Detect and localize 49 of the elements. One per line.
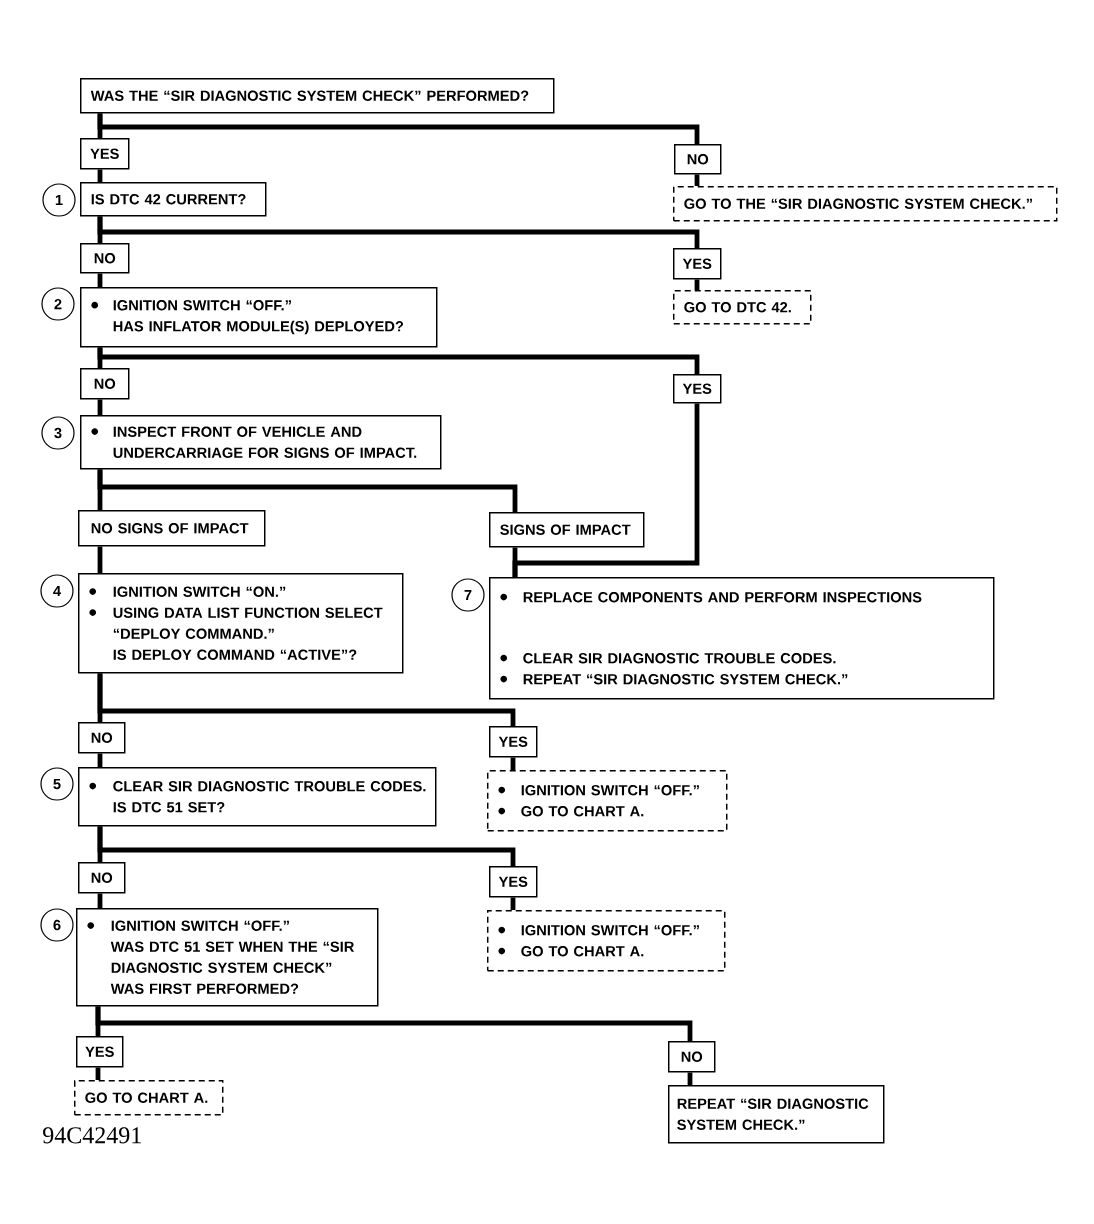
step-box: WAS THE “SIR DIAGNOSTIC SYSTEM CHECK” PERFORMED? [80,78,555,114]
outcome-box: REPEAT “SIR DIAGNOSTIC SYSTEM CHECK.” [668,1085,885,1144]
outcome-box: GO TO DTC 42. [673,290,812,325]
connector-line [97,169,103,182]
connector-line [510,757,516,770]
branch-tag: NO [78,722,126,754]
branch-tag: YES [80,138,130,170]
outcome-box: GO TO THE “SIR DIAGNOSTIC SYSTEM CHECK.” [673,186,1058,222]
connector-line [97,113,700,144]
connector-line [95,1067,101,1080]
branch-tag: NO [78,862,126,894]
connector-line [97,546,103,573]
branch-tag: YES [489,726,538,758]
branch-tag: YES [673,248,722,280]
connector-line [95,1006,693,1041]
figure-code: 94C42491 [43,1127,141,1144]
branch-tag: NO [80,243,130,274]
connector-line [694,174,700,186]
step-box: INSPECT FRONT OF VEHICLE AND UNDERCARRIAGE FOR SIGNS OF IMPACT. [80,415,442,470]
branch-tag: YES [76,1036,124,1068]
branch-tag: SIGNS OF IMPACT [489,512,645,548]
connector-line [97,347,700,374]
connector-line [687,1072,693,1085]
connector-line [694,279,700,290]
branch-tag: YES [673,374,722,404]
branch-tag: NO SIGNS OF IMPACT [78,510,266,547]
step-box: IGNITION SWITCH “OFF.” WAS DTC 51 SET WHEN THE “SIR DIAGNOSTIC SYSTEM CHECK” WAS FIRST PERFORMED? [76,908,379,1007]
branch-tag: NO [674,144,722,175]
branch-tag: YES [489,866,538,898]
connector-line [97,399,103,415]
step-box: CLEAR SIR DIAGNOSTIC TROUBLE CODES. IS DTC 51 SET? [78,767,437,827]
connector-line [97,893,103,908]
connector-line [97,273,103,287]
step-box: IGNITION SWITCH “OFF.” HAS INFLATOR MODULE(S) DEPLOYED? [80,287,438,348]
connector-line [97,753,103,767]
outcome-box: GO TO CHART A. [74,1080,224,1116]
connector-line [97,216,700,248]
step-box: IGNITION SWITCH “ON.” USING DATA LIST FUNCTION SELECT “DEPLOY COMMAND.” IS DEPLOY COMMAND “ACTIVE”? [78,573,404,674]
connector-line [97,469,518,512]
connector-line [512,547,518,577]
outcome-box: IGNITION SWITCH “OFF.” GO TO CHART A. [487,770,728,832]
outcome-box: IGNITION SWITCH “OFF.” GO TO CHART A. [487,910,726,972]
step-box: IS DTC 42 CURRENT? [80,182,267,217]
branch-tag: NO [668,1041,716,1073]
connector-line [510,897,516,910]
branch-tag: NO [80,368,130,400]
connector-line [97,673,516,726]
connector-line [97,826,516,866]
step-box: REPLACE COMPONENTS AND PERFORM INSPECTIONS CLEAR SIR DIAGNOSTIC TROUBLE CODES. REPEAT “SIR DIAGNOSTIC SYSTEM CHECK.” [489,577,995,700]
